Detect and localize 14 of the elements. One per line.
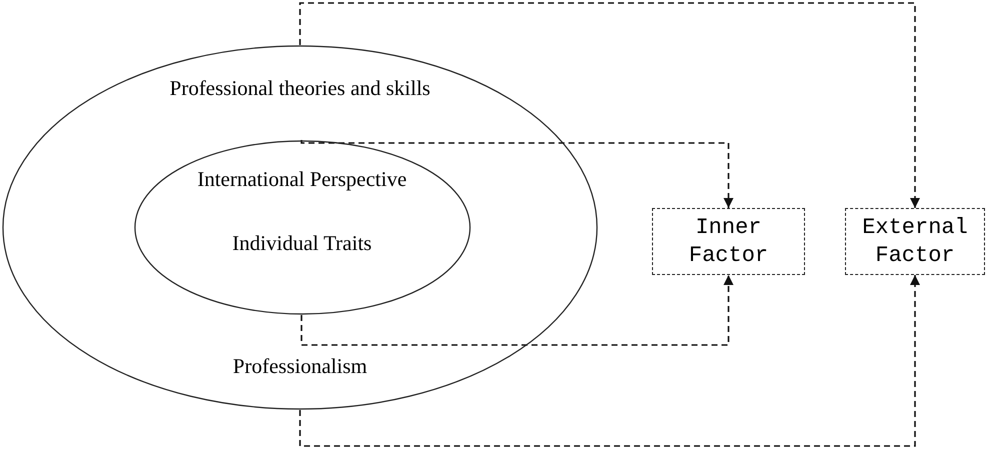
factor-label: External Factor xyxy=(861,214,969,270)
ellipse xyxy=(134,140,470,315)
dashed-arrow xyxy=(299,2,920,208)
factor-label: Inner Factor xyxy=(688,214,770,270)
dashed-arrow xyxy=(299,275,920,447)
ellipse-label: Professional theories and skills xyxy=(170,75,430,101)
factor-box xyxy=(845,208,985,275)
ellipse xyxy=(2,45,598,410)
dashed-arrow xyxy=(300,275,734,346)
ellipse-label: Professionalism xyxy=(232,353,368,379)
dashed-arrow xyxy=(300,140,734,208)
factor-box xyxy=(652,208,805,275)
ellipse-label: International Perspective xyxy=(197,166,407,192)
ellipse-label: Individual Traits xyxy=(232,230,372,256)
